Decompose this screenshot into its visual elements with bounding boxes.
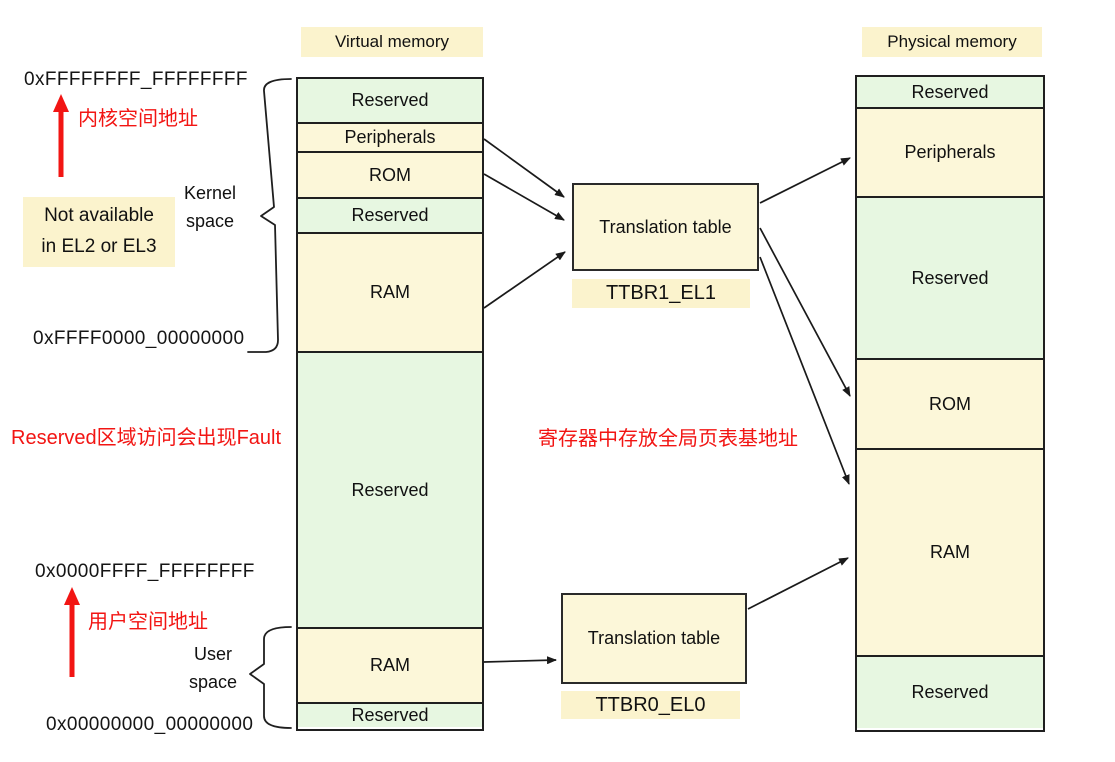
address-user-top: 0x0000FFFF_FFFFFFFF — [35, 561, 255, 582]
memory-segment-reserved: Reserved — [857, 655, 1043, 728]
translation-table-ttbr1: Translation table — [572, 183, 759, 271]
virtual-memory-title: Virtual memory — [301, 27, 483, 57]
reserved-fault-note: Reserved区域访问会出现Fault — [11, 427, 282, 449]
not-available-line2: in EL2 or EL3 — [41, 236, 157, 257]
memory-segment-peripherals: Peripherals — [298, 122, 482, 151]
arrow-ram-to-ttbr1 — [483, 251, 566, 309]
memory-segment-rom: ROM — [298, 151, 482, 197]
arrow-ttbr0-to-ram — [747, 557, 849, 610]
ttbr0-el0-label: TTBR0_EL0 — [561, 691, 740, 719]
memory-segment-reserved: Reserved — [857, 196, 1043, 358]
kernel-space-label: Kernel space — [172, 179, 248, 235]
arrow-rom-to-ttbr1 — [483, 173, 565, 221]
memory-segment-ram: RAM — [298, 232, 482, 351]
user-space-line1: User — [193, 644, 232, 664]
ttbr1-el1-label: TTBR1_EL1 — [572, 279, 750, 308]
memory-segment-peripherals: Peripherals — [857, 107, 1043, 196]
user-space-label: User space — [178, 640, 248, 696]
address-kernel-top: 0xFFFFFFFF_FFFFFFFF — [24, 69, 248, 90]
arrow-userram-to-ttbr0 — [483, 656, 557, 665]
memory-segment-ram: RAM — [298, 627, 482, 702]
kernel-space-address-note: 内核空间地址 — [78, 108, 198, 130]
physical-memory-title: Physical memory — [862, 27, 1042, 57]
translation-table-ttbr0: Translation table — [561, 593, 747, 684]
arrow-peripherals-to-ttbr1 — [483, 138, 565, 198]
memory-segment-rom: ROM — [857, 358, 1043, 448]
kernel-space-brace — [247, 78, 292, 353]
kernel-space-line2: space — [185, 211, 235, 231]
memory-segment-ram: RAM — [857, 448, 1043, 655]
arrow-ttbr1-to-rom — [759, 227, 851, 397]
register-note: 寄存器中存放全局页表基地址 — [538, 428, 798, 450]
user-space-line2: space — [188, 672, 238, 692]
address-user-base: 0x00000000_00000000 — [46, 714, 254, 735]
memory-segment-reserved: Reserved — [298, 79, 482, 122]
memory-segment-reserved: Reserved — [298, 702, 482, 727]
user-space-address-note: 用户空间地址 — [88, 611, 208, 633]
not-available-note: Not available in EL2 or EL3 — [23, 197, 175, 267]
address-kernel-base: 0xFFFF0000_00000000 — [33, 328, 245, 349]
user-space-brace — [249, 626, 292, 729]
arrow-ttbr1-to-peripherals — [759, 157, 851, 204]
memory-segment-reserved: Reserved — [857, 77, 1043, 107]
memory-segment-reserved: Reserved — [298, 351, 482, 627]
memory-segment-reserved: Reserved — [298, 197, 482, 232]
not-available-line1: Not available — [44, 205, 154, 226]
kernel-space-line1: Kernel — [183, 183, 237, 203]
